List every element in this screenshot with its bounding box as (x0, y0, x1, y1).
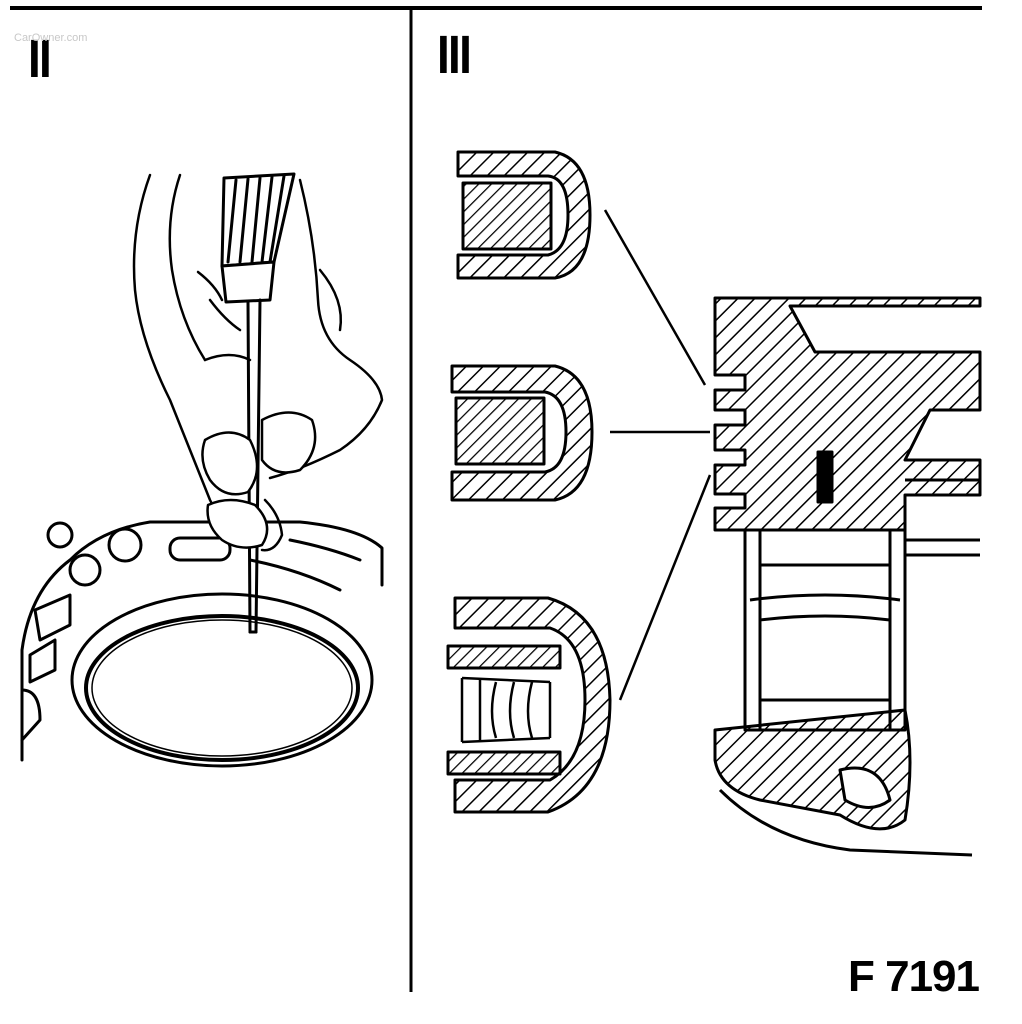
cylinder-bore-outer (70, 592, 374, 768)
ring-section-middle (450, 364, 594, 502)
panel-label-ii: II (28, 29, 52, 89)
watermark-logo: CarOwner.com (14, 32, 88, 44)
cylinder-block (20, 520, 384, 768)
panel-label-iii: III (437, 25, 472, 85)
feeler-gauge (220, 172, 296, 634)
cylinder-bore-inner (84, 614, 360, 762)
ring-section-top (456, 150, 592, 280)
bolt-hole (107, 527, 143, 563)
figure-code: F 7191 (848, 952, 980, 1001)
piston (713, 296, 982, 857)
bolt-hole (46, 521, 74, 549)
panel-ii-drawing (20, 172, 384, 768)
ring-section-oil (446, 596, 612, 814)
frame (10, 6, 982, 992)
leader-lines (603, 209, 712, 701)
bolt-hole (68, 553, 102, 587)
hand (132, 173, 384, 552)
panel-iii-drawing (446, 150, 982, 857)
water-passage (168, 536, 232, 562)
